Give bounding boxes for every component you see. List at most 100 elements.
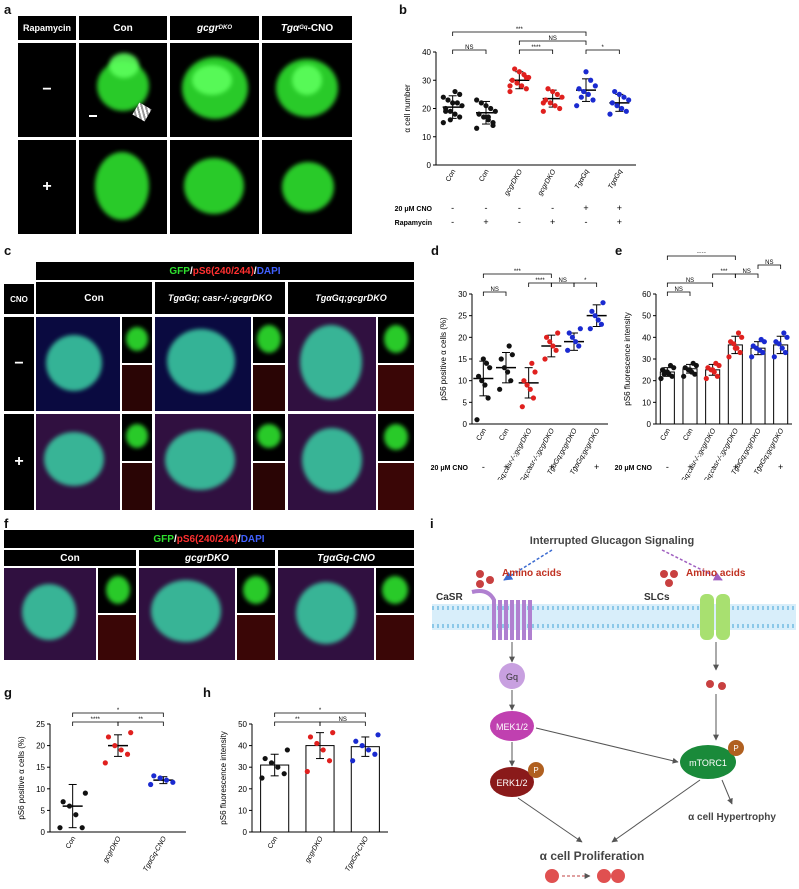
data-point — [60, 799, 66, 805]
data-point — [529, 360, 535, 366]
casr-label: CaSR — [436, 592, 463, 603]
category-label: gcgrDKO — [537, 168, 558, 197]
data-point — [284, 747, 290, 753]
data-point — [559, 94, 565, 100]
data-point — [577, 326, 583, 332]
phospho-erk — [528, 762, 544, 778]
data-point — [450, 100, 456, 106]
gfp-con-minus — [122, 317, 152, 363]
condition-value: + — [550, 217, 555, 227]
data-point — [485, 114, 491, 120]
data-point — [492, 108, 498, 114]
condition-value: - — [451, 217, 454, 227]
y-tick-label: 10 — [642, 398, 651, 407]
significance-label: NS — [765, 260, 773, 266]
data-point — [259, 775, 265, 781]
data-point — [681, 373, 687, 379]
category-label: TgαGq-CNO — [142, 835, 168, 873]
significance-bracket — [666, 291, 691, 296]
micrograph-gcgr-minus — [170, 43, 259, 137]
bar — [750, 347, 766, 425]
significance-bracket — [573, 282, 598, 287]
data-point — [353, 738, 359, 744]
data-point — [66, 803, 73, 809]
condition-value: - — [518, 203, 521, 213]
condition-value: - — [711, 462, 714, 472]
data-point — [124, 751, 131, 757]
mtorc1-label: mTORC1 — [689, 758, 727, 768]
data-point — [326, 758, 333, 764]
significance-bracket — [452, 31, 587, 36]
amino-acids-left: Amino acids — [502, 568, 562, 579]
y-tick-label: 0 — [463, 420, 468, 429]
y-tick-label: 40 — [642, 333, 651, 342]
data-point — [784, 334, 790, 340]
data-point — [572, 339, 579, 345]
data-point — [440, 120, 446, 126]
slc-transporter-icon — [700, 594, 714, 640]
data-point — [607, 111, 613, 117]
data-point — [779, 345, 785, 351]
y-axis-label: pS6 fluorescence intensity — [623, 312, 632, 405]
data-point — [482, 382, 488, 388]
arrow-to-slcs — [661, 549, 723, 581]
significance-label: ** — [295, 717, 300, 723]
data-point — [112, 743, 118, 749]
data-point — [595, 317, 601, 323]
merge-tga-plus — [288, 414, 376, 510]
significance-label: NS — [465, 45, 473, 51]
panel-label-d: d — [431, 243, 439, 258]
data-point — [530, 395, 537, 401]
significance-bracket — [585, 49, 620, 54]
data-point — [616, 91, 622, 97]
ps6-casr-minus — [253, 365, 285, 411]
data-point — [661, 371, 667, 377]
condition-value: - — [551, 203, 554, 213]
data-point — [330, 730, 336, 736]
data-point — [452, 111, 458, 117]
condition-value: - — [482, 462, 485, 472]
y-axis-label: pS6 positive α cells (%) — [17, 736, 26, 820]
mek-label: MEK1/2 — [496, 722, 528, 732]
ps6-f-tga — [376, 615, 414, 660]
category-label: TgαGq — [607, 168, 624, 190]
significance-bracket — [452, 49, 487, 54]
micrograph-tga-plus — [262, 140, 352, 234]
data-point — [151, 773, 157, 779]
proliferation-label: α cell Proliferation — [540, 849, 645, 863]
merge-f-con — [4, 568, 96, 660]
phospho-mtorc1 — [728, 740, 744, 756]
data-point — [148, 781, 154, 788]
data-point — [552, 103, 558, 109]
data-point — [163, 777, 170, 783]
category-label: gcgrDKO — [102, 835, 123, 864]
gq-label: Gq — [506, 672, 518, 682]
significance-label: **** — [697, 252, 707, 257]
mtorc1-node — [680, 745, 736, 779]
y-tick-label: 0 — [427, 161, 432, 170]
category-label: TgαGq-CNO — [344, 835, 370, 873]
significance-bracket — [666, 255, 736, 260]
data-point — [569, 334, 576, 340]
data-point — [658, 375, 664, 382]
panel-label-b: b — [399, 2, 407, 17]
data-point — [506, 343, 512, 349]
data-point — [576, 343, 582, 349]
panel-c-row-plus: + — [4, 414, 34, 510]
condition-value: - — [573, 462, 576, 472]
y-tick-label: 10 — [36, 785, 45, 794]
category-label: Con — [65, 835, 78, 850]
arrow-to-casr — [503, 549, 553, 581]
data-point — [102, 760, 108, 766]
data-point — [713, 360, 719, 366]
condition-label: 20 μM CNO — [615, 465, 653, 472]
panel-c-col-tga: TgαGq;gcgrDKO — [288, 282, 414, 314]
condition-value: + — [483, 217, 488, 227]
panel-label-a: a — [4, 2, 12, 17]
data-point — [474, 417, 480, 423]
data-point — [268, 760, 275, 766]
data-point — [578, 94, 584, 100]
data-point — [375, 732, 381, 738]
